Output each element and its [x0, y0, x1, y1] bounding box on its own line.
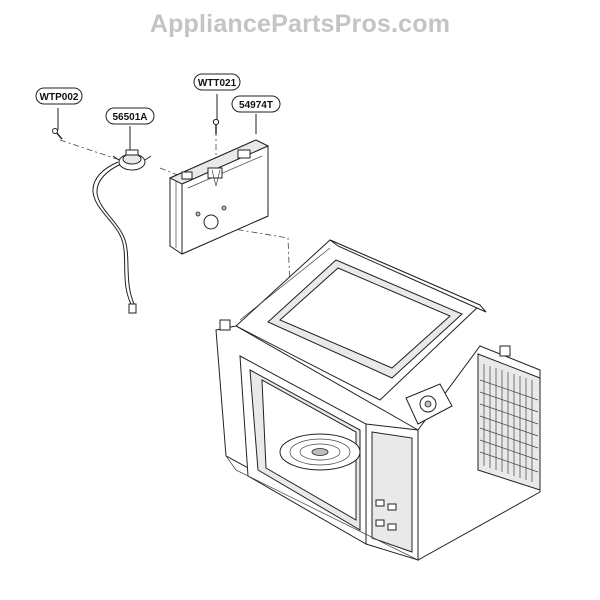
callout-label-wtp002: WTP002: [40, 92, 79, 103]
callout-bubble-wtt021: [193, 73, 241, 91]
thermostat-56501a-icon: [92, 149, 152, 314]
callout-wtp002[interactable]: WTP002: [35, 87, 83, 105]
callout-bubble-54974t: [231, 95, 281, 113]
callout-leaders: [57, 94, 257, 152]
callout-label-56501a: 56501A: [112, 112, 147, 123]
watermark-logo: AppliancePartsPros.com: [149, 10, 451, 38]
callout-label-wtt021: WTT021: [198, 78, 237, 89]
callout-label-54974t: 54974T: [239, 100, 273, 111]
callout-56501a[interactable]: 56501A: [105, 107, 155, 125]
callout-bubble-56501a: [105, 107, 155, 125]
screw-wtt021-icon: [212, 118, 220, 134]
bracket-54974t-icon: [168, 139, 270, 255]
screw-wtp002-icon: [52, 128, 63, 140]
callout-wtt021[interactable]: WTT021: [193, 73, 241, 91]
microwave-cavity-icon: [215, 239, 541, 561]
callout-bubble-wtp002: [35, 87, 83, 105]
callout-54974t[interactable]: 54974T: [231, 95, 281, 113]
